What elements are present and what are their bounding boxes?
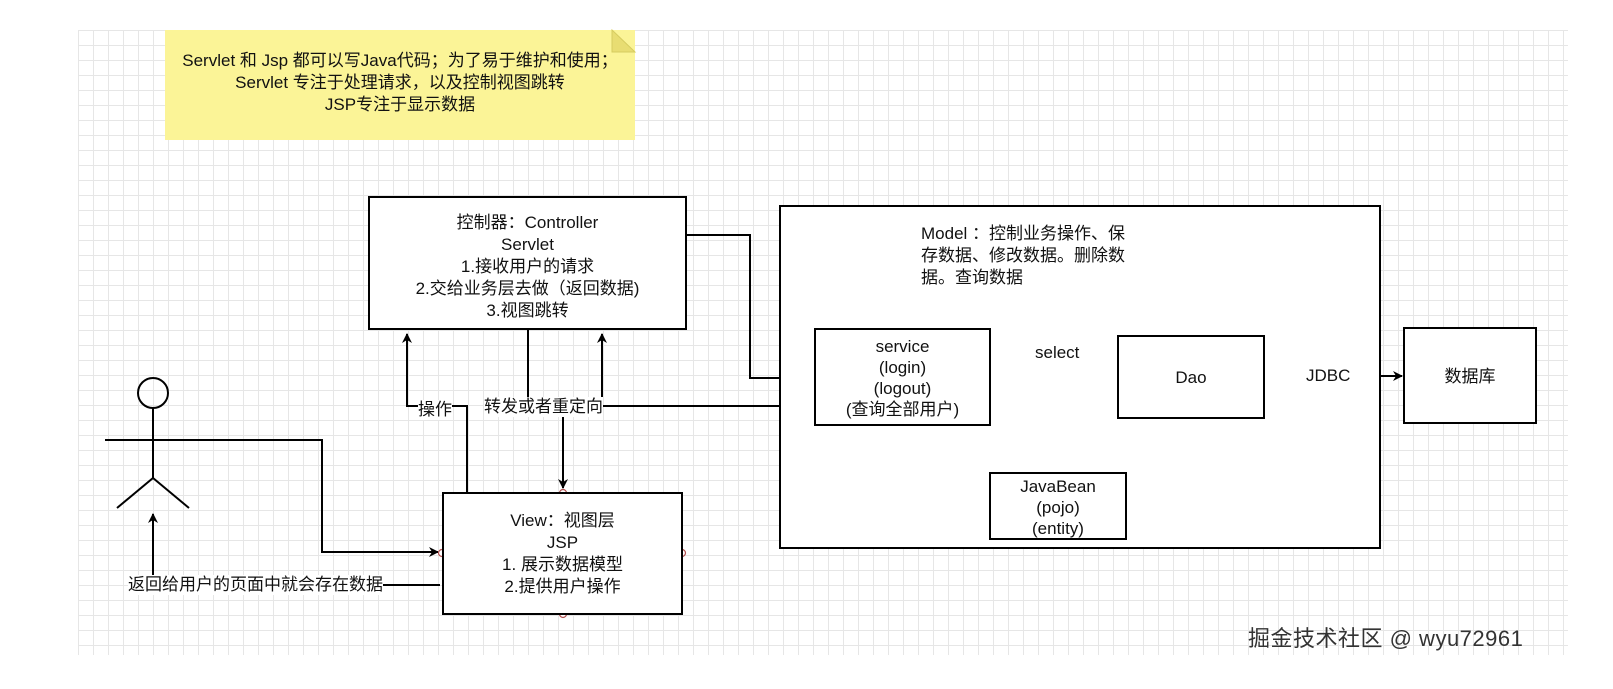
javabean-alias: (pojo): [1036, 498, 1080, 517]
edge-label-jdbc: JDBC: [1306, 366, 1351, 386]
view-box: View：视图层 JSP 1. 展示数据模型 2.提供用户操作: [442, 492, 683, 615]
javabean-title: JavaBean: [1020, 477, 1096, 496]
database-box: 数据库: [1403, 327, 1537, 424]
controller-line: 3.视图跳转: [486, 301, 569, 320]
service-method: (查询全部用户): [845, 400, 960, 419]
view-title: View：视图层: [510, 511, 615, 530]
controller-line: Servlet: [501, 235, 554, 254]
dao-box: Dao: [1117, 335, 1265, 419]
note-line-2: Servlet 专注于处理请求，以及控制视图跳转: [235, 73, 565, 92]
note-line-3: JSP专注于显示数据: [324, 95, 476, 114]
service-method: (login): [878, 358, 927, 377]
dao-label: Dao: [1175, 368, 1207, 387]
edge-label-forward: 转发或者重定向: [484, 397, 603, 417]
edge-label-return: 返回给用户的页面中就会存在数据: [128, 575, 383, 595]
edge-label-select: select: [1035, 343, 1080, 363]
controller-line: 2.交给业务层去做（返回数据): [415, 279, 640, 298]
service-box: service (login) (logout) (查询全部用户): [814, 328, 991, 426]
model-desc-line: 据。查询数据: [921, 268, 1023, 287]
model-desc-line: Model ：控制业务操作、保: [921, 224, 1126, 243]
service-title: service: [875, 337, 930, 356]
javabean-alias: (entity): [1032, 519, 1084, 538]
view-line: 2.提供用户操作: [504, 577, 621, 596]
view-line: JSP: [546, 533, 579, 552]
controller-line: 1.接收用户的请求: [460, 257, 595, 276]
edge-label-operate: 操作: [418, 400, 452, 420]
user-actor-icon: [105, 377, 201, 509]
javabean-box: JavaBean (pojo) (entity): [989, 472, 1127, 540]
view-line: 1. 展示数据模型: [502, 555, 623, 574]
model-desc-line: 存数据、修改数据。删除数: [921, 246, 1125, 265]
controller-box: 控制器：Controller Servlet 1.接收用户的请求 2.交给业务层…: [368, 196, 687, 330]
sticky-note: Servlet 和 Jsp 都可以写Java代码；为了易于维护和使用； Serv…: [165, 30, 635, 140]
service-method: (logout): [873, 379, 932, 398]
watermark: 掘金技术社区 @ wyu72961: [1248, 626, 1524, 651]
edge-user-to-view: [105, 439, 439, 557]
database-label: 数据库: [1444, 367, 1496, 386]
note-fold-icon: [611, 28, 637, 53]
controller-title: 控制器：Controller: [456, 213, 599, 232]
note-line-1: Servlet 和 Jsp 都可以写Java代码；为了易于维护和使用；: [182, 51, 618, 70]
